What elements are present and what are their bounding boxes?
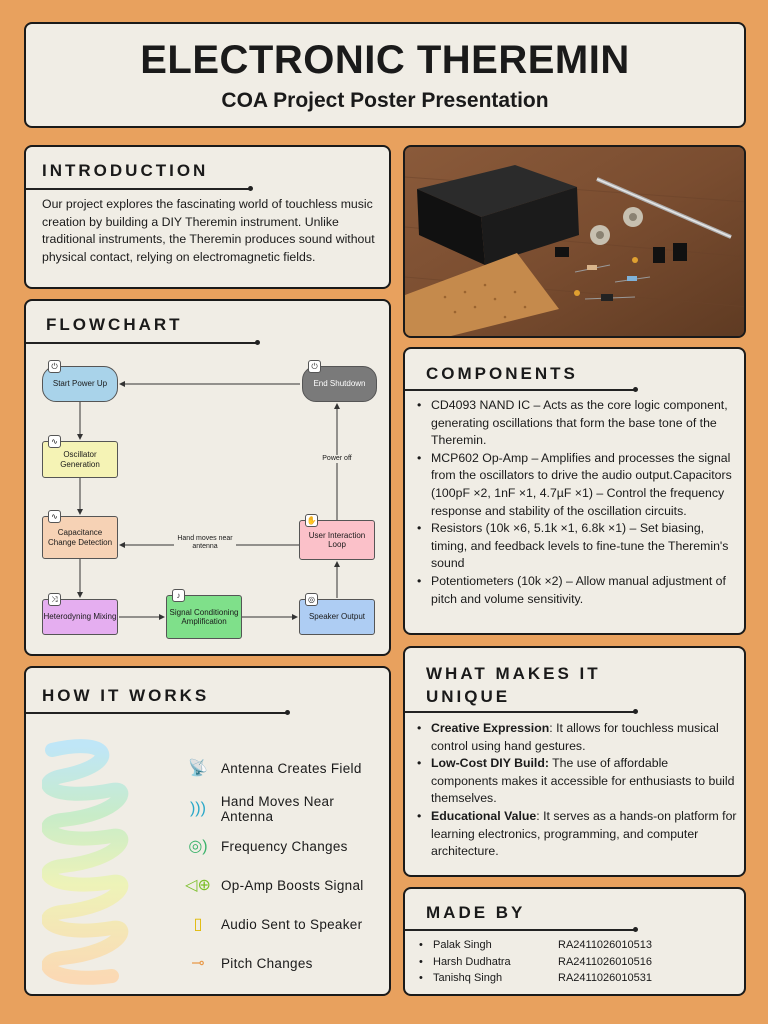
hand-icon: ✋ bbox=[305, 514, 318, 527]
flowchart-divider bbox=[26, 340, 260, 345]
wave-icon: ))) bbox=[189, 800, 206, 817]
made-by-card: MADE BY Palak Singh RA2411026010513 Hars… bbox=[403, 887, 746, 996]
introduction-heading: INTRODUCTION bbox=[42, 161, 209, 180]
volume-icon: ♪ bbox=[172, 589, 185, 602]
how-step-frequency: ◎) Frequency Changes bbox=[184, 833, 348, 859]
introduction-divider bbox=[26, 186, 253, 191]
unique-list: Creative Expression: It allows for touch… bbox=[417, 720, 737, 861]
flow-node-oscillator: ∿ Oscillator Generation bbox=[42, 435, 118, 478]
edge-label-hand: Hand moves near antenna bbox=[174, 535, 236, 551]
components-divider bbox=[405, 387, 638, 392]
team-member: Tanishq Singh RA2411026010531 bbox=[419, 970, 739, 987]
flow-node-heterodyning: ⤨ Heterodyning Mixing bbox=[42, 593, 118, 635]
power-icon: ⏻ bbox=[308, 360, 321, 373]
components-card: COMPONENTS CD4093 NAND IC – Acts as the … bbox=[403, 347, 746, 635]
how-step-opamp: ◁⊕ Op-Amp Boosts Signal bbox=[184, 872, 364, 898]
how-it-works-card: HOW IT WORKS 📡 Antenna Creates Field )))… bbox=[24, 666, 391, 996]
flowchart-heading: FLOWCHART bbox=[46, 315, 183, 334]
flow-node-start: ⏻ Start Power Up bbox=[42, 360, 118, 402]
how-step-antenna: 📡 Antenna Creates Field bbox=[184, 755, 362, 781]
how-step-pitch: ⊸ Pitch Changes bbox=[184, 950, 313, 976]
power-icon: ⏻ bbox=[48, 360, 61, 373]
team-list: Palak Singh RA2411026010513 Harsh Dudhat… bbox=[419, 937, 739, 987]
unique-heading: WHAT MAKES IT UNIQUE bbox=[426, 664, 601, 706]
components-heading: COMPONENTS bbox=[426, 364, 578, 383]
flow-node-capacitance: ∿ Capacitance Change Detection bbox=[42, 510, 118, 559]
made-by-divider bbox=[405, 927, 638, 932]
unique-card: WHAT MAKES IT UNIQUE Creative Expression… bbox=[403, 646, 746, 877]
team-member: Harsh Dudhatra RA2411026010516 bbox=[419, 954, 739, 971]
poster-subtitle: COA Project Poster Presentation bbox=[221, 89, 549, 112]
how-step-audio: ▯ Audio Sent to Speaker bbox=[184, 911, 363, 937]
made-by-heading: MADE BY bbox=[426, 903, 526, 922]
list-item: Low-Cost DIY Build: The use of affordabl… bbox=[417, 755, 737, 808]
slider-icon: ⊸ bbox=[191, 955, 205, 972]
components-photo bbox=[403, 145, 746, 338]
list-item: MCP602 Op-Amp – Amplifies and processes … bbox=[417, 450, 735, 520]
speaker-plus-icon: ◁⊕ bbox=[185, 877, 211, 894]
how-it-works-divider bbox=[26, 710, 290, 715]
flow-node-signal: ♪ Signal Conditioning Amplification bbox=[166, 589, 242, 639]
flow-node-end: ⏻ End Shutdown bbox=[302, 360, 377, 402]
introduction-text: Our project explores the fascinating wor… bbox=[42, 197, 375, 264]
flow-node-speaker: ◎ Speaker Output bbox=[299, 593, 375, 635]
list-item: Resistors (10k ×6, 5.1k ×1, 6.8k ×1) – S… bbox=[417, 520, 735, 573]
antenna-icon: 📡 bbox=[188, 760, 208, 777]
list-item: Creative Expression: It allows for touch… bbox=[417, 720, 737, 755]
title-card: ELECTRONIC THEREMIN COA Project Poster P… bbox=[24, 22, 746, 128]
team-member: Palak Singh RA2411026010513 bbox=[419, 937, 739, 954]
wave-icon: ∿ bbox=[48, 435, 61, 448]
list-item: Educational Value: It serves as a hands-… bbox=[417, 808, 737, 861]
shuffle-icon: ⤨ bbox=[48, 593, 61, 606]
list-item: Potentiometers (10k ×2) – Allow manual a… bbox=[417, 573, 735, 608]
how-it-works-heading: HOW IT WORKS bbox=[42, 686, 210, 705]
audio-file-icon: ▯ bbox=[193, 916, 203, 933]
speaker-icon: ◎ bbox=[305, 593, 318, 606]
edge-label-power-off: Power off bbox=[320, 455, 354, 463]
flow-node-interaction: ✋ User Interaction Loop bbox=[299, 514, 375, 560]
spiral-coil-graphic bbox=[42, 739, 129, 985]
unique-divider bbox=[405, 709, 638, 714]
wave-icon: ∿ bbox=[48, 510, 61, 523]
introduction-card: INTRODUCTION Our project explores the fa… bbox=[24, 145, 391, 289]
flowchart-card: FLOWCHART ⏻ Start Power Up ∿ Oscillator … bbox=[24, 299, 391, 656]
components-list: CD4093 NAND IC – Acts as the core logic … bbox=[417, 397, 735, 608]
how-step-hand: ))) Hand Moves Near Antenna bbox=[184, 794, 389, 824]
frequency-icon: ◎) bbox=[188, 838, 208, 855]
poster-title: ELECTRONIC THEREMIN bbox=[140, 38, 630, 82]
list-item: CD4093 NAND IC – Acts as the core logic … bbox=[417, 397, 735, 450]
components-photo-image bbox=[405, 147, 744, 336]
